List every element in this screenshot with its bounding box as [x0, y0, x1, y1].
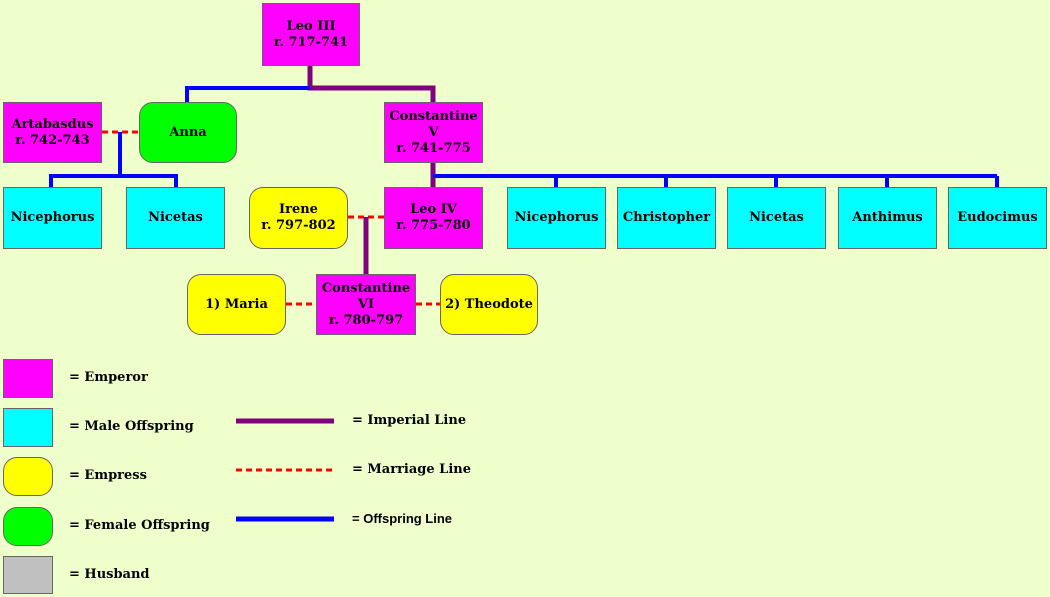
legend-female-offspring-label: = Female Offspring [69, 518, 210, 533]
person-nicetas-son-of-anna: Nicetas [126, 187, 225, 249]
person-leo-iv: Leo IV r. 775-780 [384, 187, 483, 249]
person-reign: r. 741-775 [396, 140, 471, 156]
legend-imperial-line-label: = Imperial Line [352, 413, 467, 428]
person-name: Nicephorus [10, 210, 95, 225]
person-christopher: Christopher [617, 187, 716, 249]
offspring-line-anna-children [49, 132, 178, 187]
person-constantine-v: Constantine V r. 741-775 [384, 102, 483, 163]
legend-emperor-label: = Emperor [69, 370, 148, 385]
legend-male-offspring-label: = Male Offspring [69, 419, 194, 434]
person-nicetas-son-of-constantine-v: Nicetas [727, 187, 826, 249]
person-reign: r. 775-780 [396, 218, 471, 233]
person-name: Anthimus [852, 210, 923, 225]
person-name: Nicephorus [514, 210, 599, 225]
legend-female-offspring-swatch [3, 507, 53, 546]
legend-husband-swatch [3, 556, 53, 594]
imperial-line-leo3-constantine5 [307, 66, 436, 102]
person-reign: r. 717-741 [273, 34, 349, 50]
legend-emperor-swatch [3, 359, 53, 398]
person-name: Constantine V [389, 108, 478, 140]
person-reign: r. 742-743 [15, 132, 90, 148]
person-reign: r. 780-797 [328, 312, 404, 328]
legend-empress-label: = Empress [69, 468, 147, 483]
person-name-line1: Constantine [321, 280, 411, 296]
person-name: Leo IV [410, 202, 457, 217]
legend-marriage-line-label: = Marriage Line [352, 462, 471, 477]
person-irene: Irene r. 797-802 [249, 187, 348, 249]
legend-offspring-line-label: = Offspring Line [352, 511, 453, 526]
person-name: Eudocimus [957, 210, 1038, 225]
person-name: Nicetas [749, 210, 804, 225]
person-name: 2) Theodote [445, 296, 533, 312]
person-reign: r. 797-802 [261, 218, 336, 233]
person-name: Leo III [286, 18, 336, 34]
offspring-line-constantine5-children [433, 174, 999, 187]
person-eudocimus: Eudocimus [948, 187, 1047, 249]
person-name: Christopher [622, 210, 711, 225]
person-name-line2: VI [357, 296, 375, 312]
person-nicephorus-son-of-anna: Nicephorus [3, 187, 102, 249]
offspring-line-leo3-anna [185, 86, 310, 102]
person-anthimus: Anthimus [838, 187, 937, 249]
person-name: Nicetas [148, 210, 203, 225]
legend-husband-label: = Husband [69, 567, 150, 582]
person-theodote: 2) Theodote [440, 274, 538, 335]
person-name: Anna [169, 124, 207, 140]
legend-empress-swatch [3, 457, 53, 496]
person-anna: Anna [139, 102, 237, 163]
person-leo-iii: Leo III r. 717-741 [262, 3, 360, 66]
person-artabasdus: Artabasdus r. 742-743 [3, 102, 102, 163]
person-name: Irene [279, 202, 318, 217]
legend-male-offspring-swatch [3, 408, 53, 447]
person-name: Artabasdus [11, 116, 94, 132]
person-maria: 1) Maria [187, 274, 286, 335]
person-name: 1) Maria [205, 296, 268, 312]
person-constantine-vi: Constantine VI r. 780-797 [316, 274, 416, 335]
person-nicephorus-son-of-constantine-v: Nicephorus [507, 187, 606, 249]
